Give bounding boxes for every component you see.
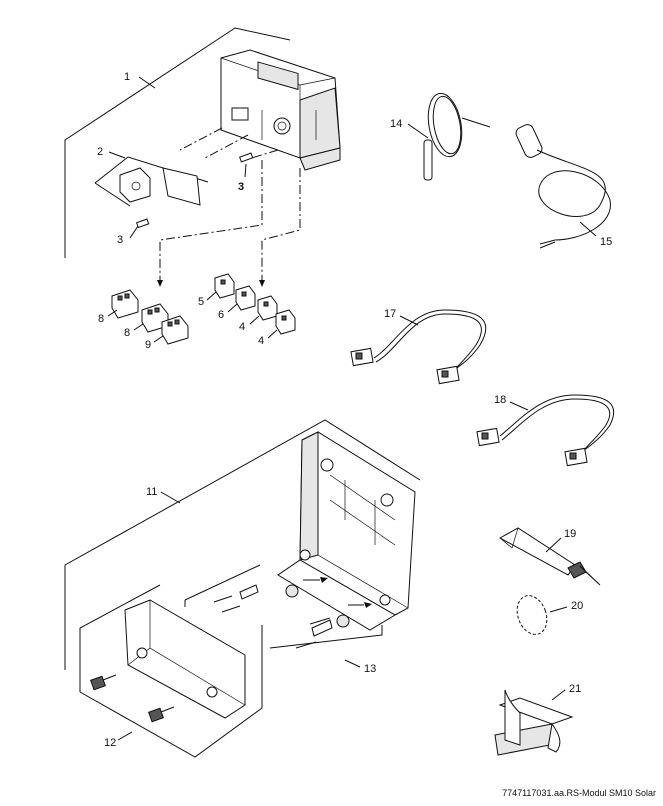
connector-5 xyxy=(214,273,235,299)
callout-20: 20 xyxy=(571,600,583,612)
part-21-tape: 21 xyxy=(494,683,581,756)
callout-3-left: 3 xyxy=(117,234,123,246)
callout-13: 13 xyxy=(364,663,376,675)
sensor-15: 15 xyxy=(515,124,612,249)
part-20-clip: 20 xyxy=(516,595,583,635)
callout-12: 12 xyxy=(104,737,116,749)
callout-15: 15 xyxy=(600,236,612,248)
callout-17: 17 xyxy=(384,308,396,320)
connector-8-a xyxy=(111,289,139,319)
assembly-group-1: 1 2 xyxy=(64,27,341,351)
callout-4-a: 4 xyxy=(239,321,245,333)
sensor-14: 14 xyxy=(390,92,491,181)
part-3-pins xyxy=(135,152,254,229)
part-13-screws xyxy=(213,584,333,649)
callout-1: 1 xyxy=(124,71,130,83)
document-id-footer: 7747117031.aa.RS-Modul SM10 Solar xyxy=(502,788,656,798)
callout-5: 5 xyxy=(198,296,204,308)
connector-4-a xyxy=(257,295,278,321)
part-2-cover xyxy=(119,167,201,206)
connector-9 xyxy=(161,315,189,345)
module-housing xyxy=(220,49,341,171)
part-19-tube: 19 xyxy=(498,527,601,586)
assembly-group-12: 12 xyxy=(79,584,263,758)
callout-8-a: 8 xyxy=(98,313,104,325)
callout-14: 14 xyxy=(390,118,402,130)
callout-18: 18 xyxy=(494,394,506,406)
callout-21: 21 xyxy=(569,683,581,695)
callout-11: 11 xyxy=(146,486,157,498)
callout-19: 19 xyxy=(564,528,576,540)
connector-6 xyxy=(235,285,256,311)
callout-2: 2 xyxy=(97,146,103,158)
cover-part xyxy=(124,599,246,719)
callout-4-b: 4 xyxy=(258,335,264,347)
callout-3-right: 3 xyxy=(238,181,244,193)
assembly-group-11: 11 13 xyxy=(64,419,421,675)
callout-9: 9 xyxy=(145,339,151,351)
callout-6: 6 xyxy=(218,309,224,321)
callout-8-b: 8 xyxy=(124,327,130,339)
connector-4-b xyxy=(275,309,296,335)
cable-18: 18 xyxy=(476,394,615,467)
cover-screws xyxy=(90,674,175,723)
base-plate xyxy=(277,431,416,631)
cable-17: 17 xyxy=(350,308,487,385)
